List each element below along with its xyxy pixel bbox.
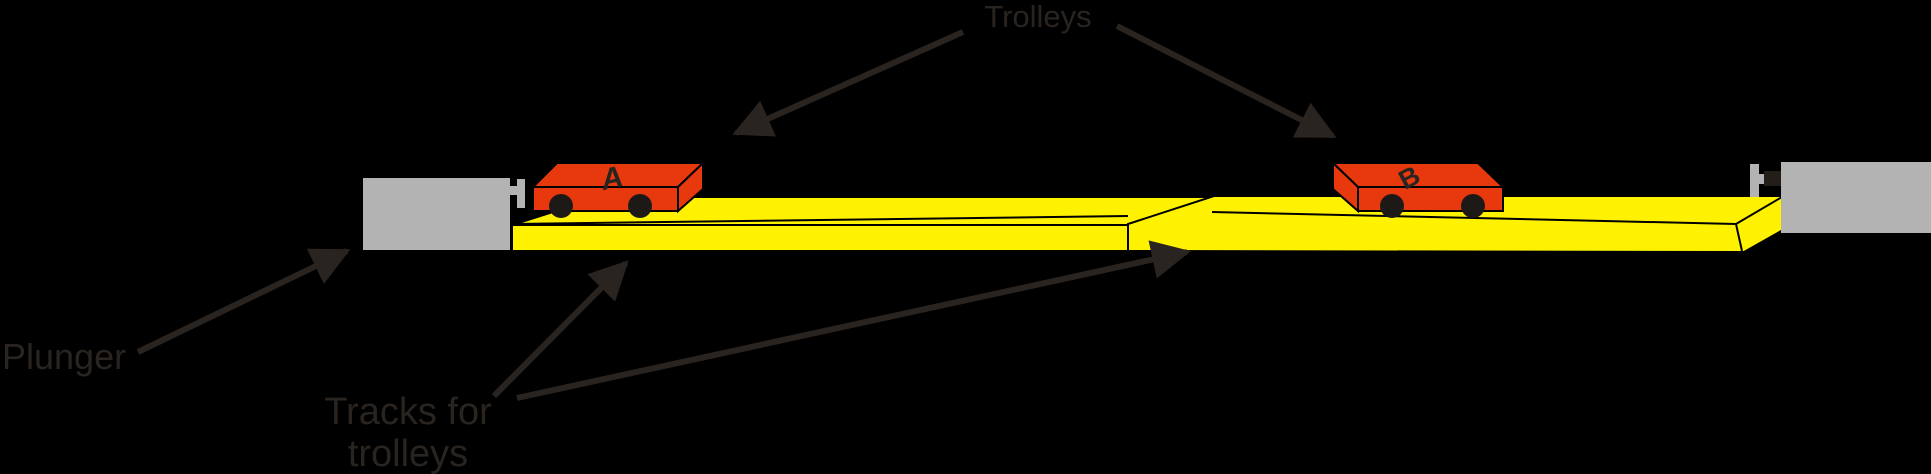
trolley-a: A bbox=[530, 160, 706, 218]
arrow-to-track-right bbox=[516, 240, 1191, 401]
trolley-a-wheel-left bbox=[549, 194, 573, 218]
plunger-label: Plunger bbox=[2, 336, 126, 377]
plunger-left-pad bbox=[517, 179, 525, 208]
plunger-left bbox=[363, 178, 525, 250]
arrow-to-track-left bbox=[491, 260, 629, 399]
track-left-front-face bbox=[511, 224, 1129, 252]
trolley-b-wheel-right bbox=[1461, 194, 1485, 218]
trolley-a-wheel-right bbox=[628, 194, 652, 218]
annotation-arrows bbox=[136, 23, 1337, 401]
plunger-right-rod bbox=[1764, 171, 1781, 186]
trolley-b: B bbox=[1330, 160, 1506, 218]
tracks-label-line2: trolleys bbox=[348, 433, 468, 474]
track-right bbox=[1127, 195, 1792, 254]
plunger-right bbox=[1750, 162, 1931, 233]
plunger-right-pad bbox=[1750, 164, 1759, 197]
trolleys-label: Trolleys bbox=[984, 0, 1091, 34]
tracks-label-line1: Tracks for bbox=[324, 391, 492, 433]
plunger-left-block bbox=[363, 178, 510, 250]
track-right-front-top-edge bbox=[1211, 211, 1737, 225]
track-right-end-top-edge bbox=[1735, 196, 1783, 225]
arrow-to-trolley-a bbox=[732, 29, 965, 137]
tracks-label: Tracks for trolleys bbox=[324, 391, 492, 474]
arrow-to-trolley-b bbox=[1115, 23, 1337, 139]
plunger-right-block bbox=[1781, 162, 1931, 233]
plunger-left-rod bbox=[510, 186, 517, 195]
arrow-to-plunger bbox=[136, 248, 351, 355]
plunger-right-rod-neck bbox=[1759, 174, 1764, 184]
track-right-end-front-edge bbox=[1735, 223, 1743, 252]
track-left-front-top-edge bbox=[511, 215, 1129, 225]
trolley-b-wheel-left bbox=[1380, 194, 1404, 218]
